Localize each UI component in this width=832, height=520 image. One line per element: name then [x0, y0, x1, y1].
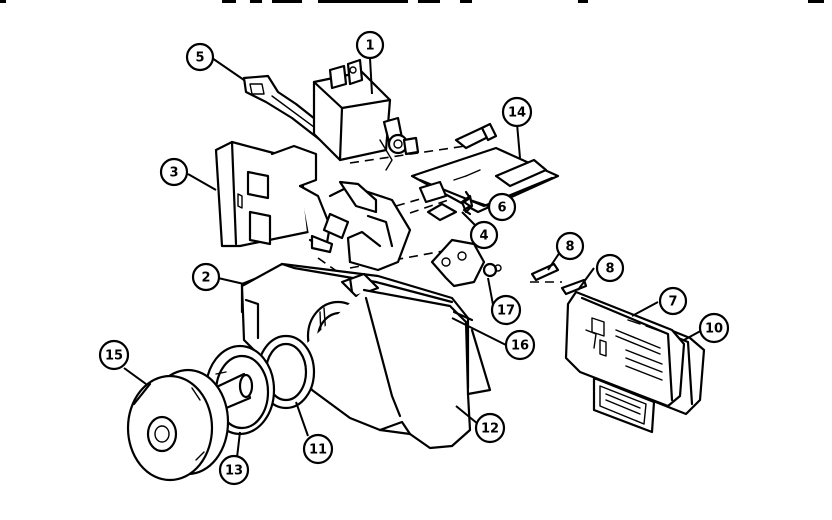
callout-1: 1: [355, 30, 385, 60]
model-label-plate: [592, 376, 656, 434]
callout-1-label: 1: [365, 39, 374, 54]
cropped-header-fragment: [0, 0, 824, 3]
callout-5: 5: [185, 42, 215, 72]
callout-11-label: 11: [309, 443, 327, 458]
callout-6-label: 6: [497, 201, 506, 216]
callout-12-label: 12: [481, 422, 499, 437]
callout-3: 3: [159, 157, 189, 187]
leader-lines: [123, 57, 707, 467]
callout-7: 7: [658, 286, 688, 316]
callout-8-right: 8: [595, 253, 625, 283]
callout-3-label: 3: [169, 166, 178, 181]
part-1-switch-assembly: [312, 58, 420, 171]
part-15-knob-shaft: [126, 368, 254, 482]
part-17-latch: [430, 238, 502, 288]
callout-16-label: 16: [511, 339, 529, 354]
callout-16: 16: [504, 329, 536, 361]
callout-10: 10: [698, 312, 730, 344]
callout-4-label: 4: [479, 229, 488, 244]
callout-2: 2: [191, 262, 221, 292]
part-3-mounting-bracket: [214, 140, 412, 272]
part-8-pin-right: [560, 278, 588, 296]
part-14-plate-assembly: [410, 122, 560, 222]
callout-4: 4: [469, 220, 499, 250]
callout-7-label: 7: [668, 295, 677, 310]
callout-8-left-label: 8: [565, 240, 574, 255]
callout-17: 17: [490, 294, 522, 326]
part-8-pin-left: [530, 262, 560, 282]
callout-13-label: 13: [225, 464, 243, 479]
callout-2-label: 2: [201, 271, 210, 286]
callout-15-label: 15: [105, 349, 123, 364]
callout-17-label: 17: [497, 304, 515, 319]
callout-12: 12: [474, 412, 506, 444]
callout-5-label: 5: [195, 51, 204, 66]
callout-13: 13: [218, 454, 250, 486]
callout-11: 11: [302, 433, 334, 465]
callout-6: 6: [487, 192, 517, 222]
callout-10-label: 10: [705, 322, 723, 337]
callout-8-right-label: 8: [605, 262, 614, 277]
callout-8-left: 8: [555, 231, 585, 261]
part-12-housing-body: [298, 288, 492, 450]
callout-15: 15: [98, 339, 130, 371]
callout-14: 14: [501, 96, 533, 128]
callout-14-label: 14: [508, 106, 526, 121]
part-6-spring: [462, 190, 472, 216]
